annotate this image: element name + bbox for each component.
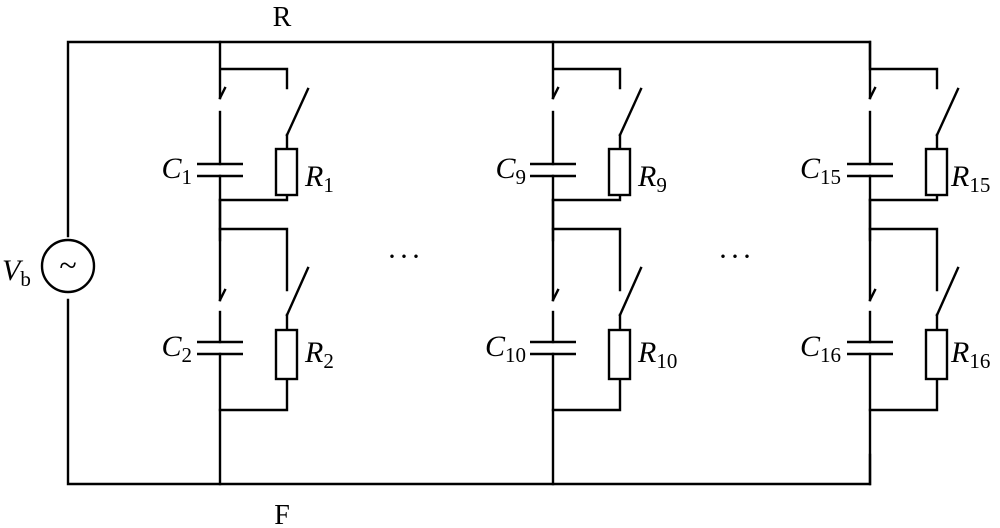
capacitor-c9 — [530, 162, 576, 178]
capacitor-label-c15: C15 — [800, 152, 841, 189]
cell-16: C16 R16 — [800, 198, 990, 486]
capacitor-label-c1: C1 — [161, 152, 192, 189]
capacitor-label-c16: C16 — [800, 330, 841, 367]
capacitor-label-c2: C2 — [161, 330, 192, 367]
column-1: C1 R1 C2 — [161, 40, 334, 486]
cell-16-wires — [868, 198, 960, 486]
resistor-r2 — [274, 328, 299, 381]
ac-source-tilde-icon: ~ — [59, 247, 76, 283]
cell-15: C15 R15 — [800, 40, 990, 242]
cell-10: C10 R10 — [485, 198, 677, 486]
resistor-r1 — [274, 147, 299, 197]
ellipsis-right: ··· — [718, 240, 754, 273]
resistor-r10 — [607, 328, 632, 381]
capacitor-c16 — [847, 340, 893, 356]
capacitor-c10 — [530, 340, 576, 356]
capacitor-c15 — [847, 162, 893, 178]
resistor-r16 — [924, 328, 949, 381]
capacitor-c2 — [197, 340, 243, 356]
resistor-label-r1: R1 — [304, 160, 334, 197]
ac-source-circle — [40, 238, 96, 294]
capacitor-label-c10: C10 — [485, 330, 526, 367]
resistor-label-r15: R15 — [950, 160, 990, 197]
ellipsis-left: ··· — [387, 240, 423, 273]
cell-9-wires — [551, 40, 643, 242]
resistor-label-r9: R9 — [637, 160, 667, 197]
ac-source: ~ Vb — [2, 238, 96, 294]
column-3: C15 R15 C16 — [800, 40, 990, 486]
capacitor-label-c9: C9 — [495, 152, 526, 189]
cell-2: C2 R2 — [161, 198, 334, 486]
cell-15-wires — [868, 40, 960, 242]
capacitor-c1 — [197, 162, 243, 178]
column-2: C9 R9 C10 — [485, 40, 677, 486]
source-label: Vb — [2, 254, 31, 291]
resistor-r15 — [924, 147, 949, 197]
resistor-label-r10: R10 — [637, 336, 677, 373]
cell-1: C1 R1 — [161, 40, 334, 242]
resistor-r9 — [607, 147, 632, 197]
cell-2-wires — [218, 198, 310, 486]
cell-9: C9 R9 — [495, 40, 667, 242]
bottom-node-label: F — [274, 500, 290, 528]
cell-10-wires — [551, 198, 643, 486]
resistor-label-r2: R2 — [304, 336, 334, 373]
top-node-label: R — [273, 2, 292, 33]
cell-1-wires — [218, 40, 310, 242]
resistor-label-r16: R16 — [950, 336, 990, 373]
